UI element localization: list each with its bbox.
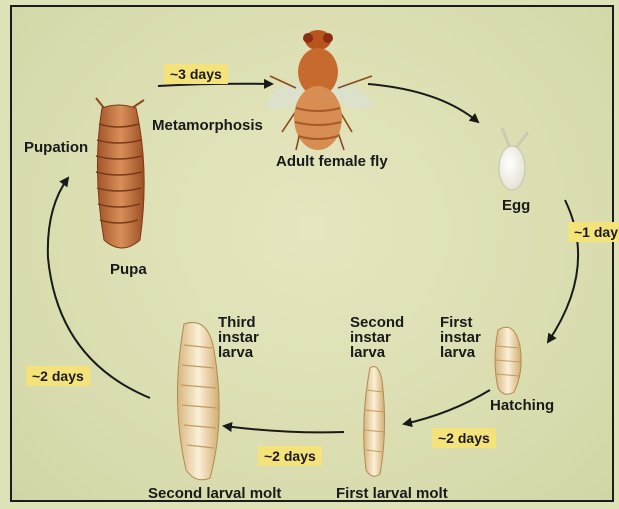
pupa-label: Pupa: [110, 262, 147, 277]
third-instar-larva-label: Third instar larva: [218, 315, 259, 360]
adult-female-fly-label: Adult female fly: [276, 154, 388, 169]
third-instar-larva-illustration: [177, 322, 219, 479]
duration-pupa-to-adult: ~3 days: [164, 64, 228, 84]
duration-second-to-third: ~2 days: [258, 446, 322, 466]
arrow-second-to-third: [224, 426, 344, 432]
hatching-label: Hatching: [490, 398, 554, 413]
pupa-illustration: [96, 98, 144, 248]
arrow-pupa-to-adult: [158, 84, 272, 86]
egg-illustration: [499, 128, 528, 190]
first-larval-molt-label: First larval molt: [336, 486, 448, 501]
duration-third-to-pupa: ~2 days: [26, 366, 90, 386]
egg-label: Egg: [502, 198, 530, 213]
first-instar-larva-illustration: [495, 327, 521, 394]
metamorphosis-label: Metamorphosis: [152, 118, 263, 133]
second-larval-molt-label: Second larval molt: [148, 486, 281, 501]
arrow-adult-to-egg: [368, 84, 478, 122]
second-instar-larva-illustration: [364, 367, 385, 477]
pupation-label: Pupation: [24, 140, 88, 155]
duration-first-to-second: ~2 days: [432, 428, 496, 448]
arrow-first-to-second: [404, 390, 490, 424]
second-instar-larva-label: Second instar larva: [350, 315, 404, 360]
duration-egg-to-hatch: ~1 day: [568, 222, 619, 242]
adult-fly-illustration: [263, 30, 374, 150]
first-instar-larva-label: First instar larva: [440, 315, 481, 360]
